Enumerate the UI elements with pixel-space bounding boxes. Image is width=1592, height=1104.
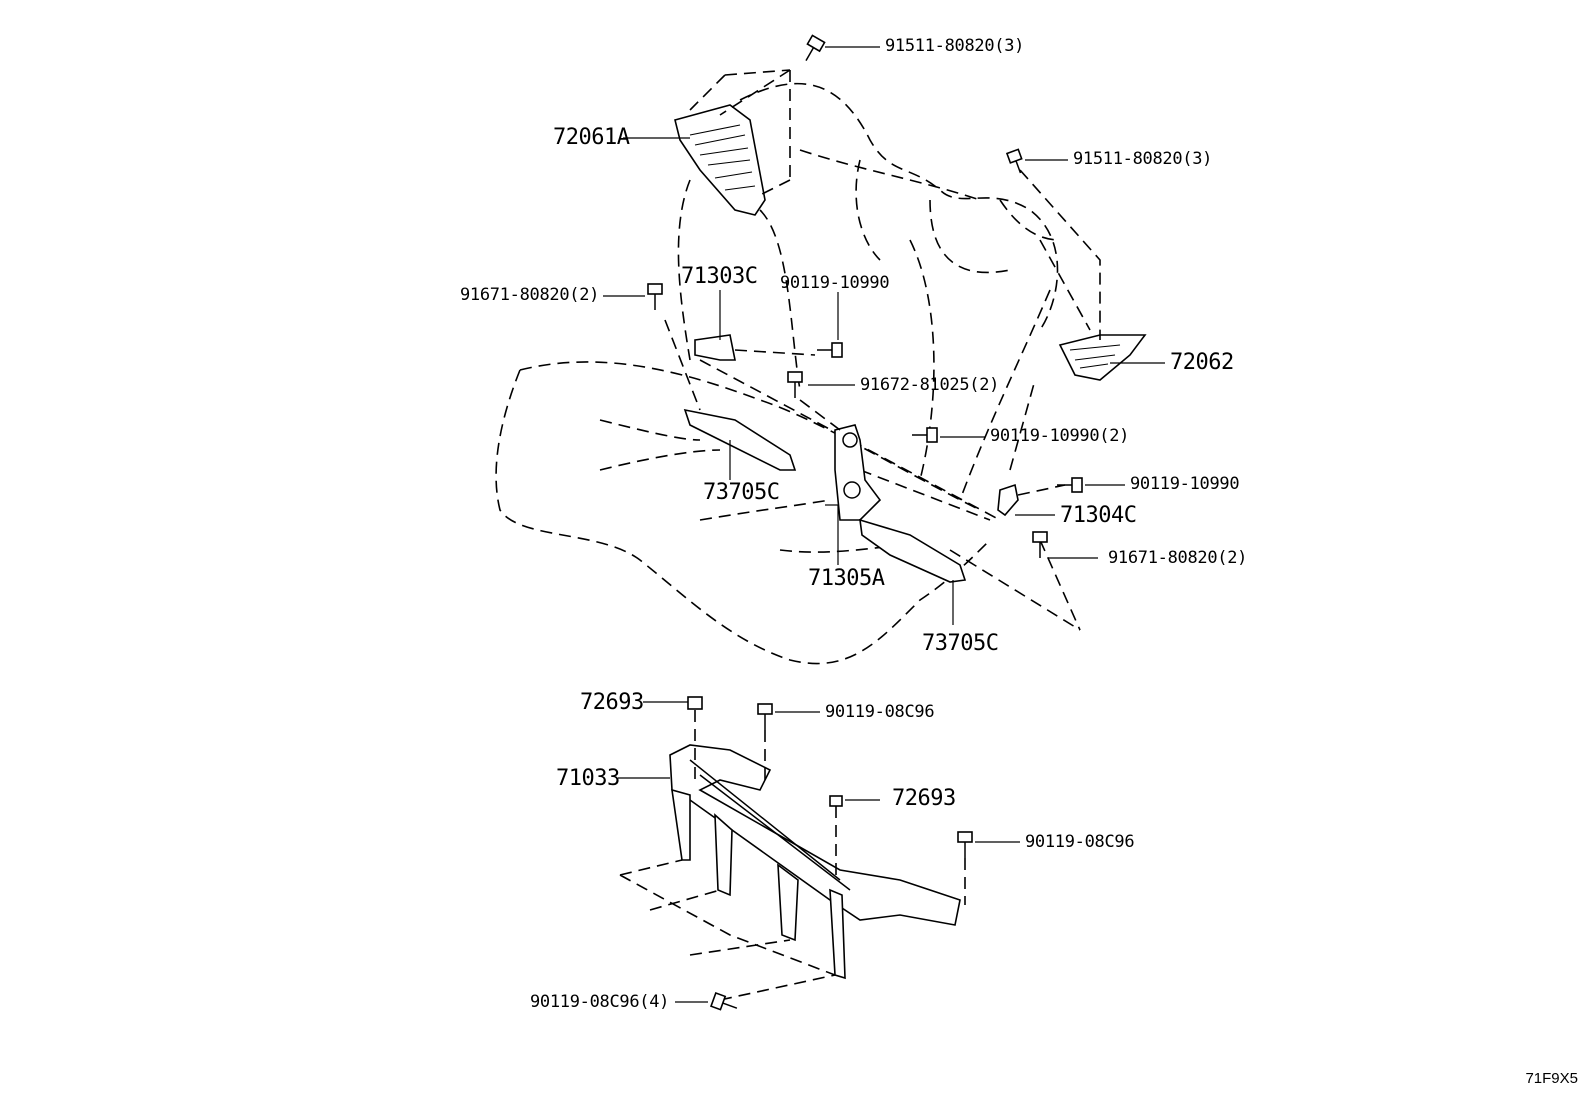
label-stopper-a[interactable]: 72693	[580, 690, 644, 715]
label-frame-71033[interactable]: 71033	[556, 766, 620, 791]
bracket-71305a-part	[834, 424, 882, 521]
cover-71304c-part	[997, 379, 1066, 517]
hinge-72062-part	[1019, 169, 1147, 381]
guide-73705c-left-part	[664, 319, 797, 471]
label-bolt-90119-a[interactable]: 90119-10990	[780, 273, 890, 293]
seat-cushion-outline	[495, 361, 1081, 665]
label-hinge-right[interactable]: 72062	[1170, 350, 1234, 375]
label-guide-right[interactable]: 73705C	[922, 631, 999, 656]
label-bolt-91672[interactable]: 91672-81025(2)	[860, 375, 1000, 395]
label-bolt-08c96-a[interactable]: 90119-08C96	[825, 702, 935, 722]
label-bolt-91671-right[interactable]: 91671-80820(2)	[1108, 548, 1248, 568]
cover-71303c-part	[694, 334, 816, 361]
label-cover-71303c[interactable]: 71303C	[681, 264, 758, 289]
lower-fastener-shapes	[687, 696, 973, 1011]
diagram-reference-code: 71F9X5	[1525, 1070, 1578, 1087]
label-bracket-71305a[interactable]: 71305A	[808, 566, 885, 591]
label-bolt-right-top[interactable]: 91511-80820(3)	[1073, 149, 1213, 169]
seat-back-outline	[677, 82, 1061, 521]
label-bolt-91671-left[interactable]: 91671-80820(2)	[460, 285, 600, 305]
bolt-shapes	[647, 34, 1083, 558]
label-stopper-b[interactable]: 72693	[892, 786, 956, 811]
guide-73705c-right-part	[799, 399, 967, 583]
leader-lines	[603, 46, 1165, 1003]
label-bolt-90119-b[interactable]: 90119-10990	[1130, 474, 1240, 494]
label-guide-left[interactable]: 73705C	[703, 480, 780, 505]
label-bolt-08c96-b[interactable]: 90119-08C96	[1025, 832, 1135, 852]
hinge-72061a-part	[674, 69, 791, 216]
label-cover-71304c[interactable]: 71304C	[1060, 503, 1137, 528]
label-bolt-top[interactable]: 91511-80820(3)	[885, 36, 1025, 56]
label-hinge-left[interactable]: 72061A	[553, 125, 630, 150]
label-bolt-90119-pair[interactable]: 90119-10990(2)	[990, 426, 1130, 446]
label-bolt-08c96-four[interactable]: 90119-08C96(4)	[530, 992, 670, 1012]
frame-71033-part	[619, 744, 961, 1001]
